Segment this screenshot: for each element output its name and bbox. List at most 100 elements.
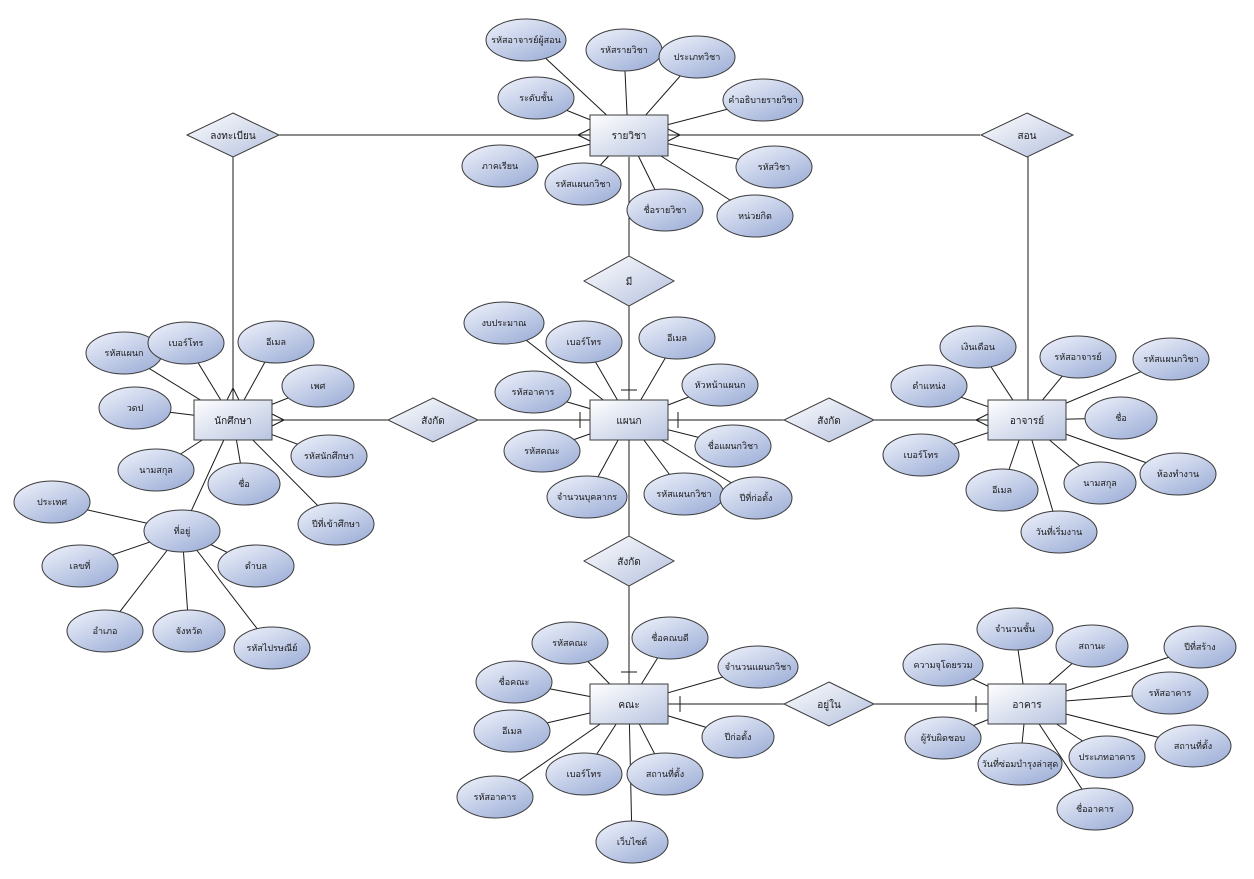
attribute-manager: ผู้รับผิดชอบ bbox=[904, 716, 982, 760]
attribute-teacher-phone: เบอร์โทร bbox=[882, 433, 960, 477]
crowfoot-mark bbox=[975, 419, 989, 427]
attribute-dept-phone: เบอร์โทร bbox=[545, 320, 623, 364]
relationship-label: มี bbox=[626, 276, 633, 288]
attribute-label: ผู้รับผิดชอบ bbox=[921, 733, 965, 744]
attribute-label: อำเภอ bbox=[93, 626, 118, 637]
attribute-label: รหัสแผนกวิชา bbox=[555, 179, 610, 190]
attribute-house-no: เลขที่ bbox=[41, 544, 119, 588]
attribute-label: อีเมล bbox=[992, 485, 1012, 496]
attribute-label: นามสกุล bbox=[139, 466, 173, 476]
attribute-student-email: อีเมล bbox=[237, 320, 315, 364]
relationships: ลงทะเบียน สอน มี สังกัด สังกัด สังกัด bbox=[185, 112, 1075, 727]
attribute-label: ระดับชั้น bbox=[519, 91, 553, 104]
attribute-teacher-surname: นามสกุล bbox=[1063, 461, 1137, 505]
attribute-district: อำเภอ bbox=[66, 609, 144, 653]
attribute-faculty-email: อีเมล bbox=[473, 709, 551, 753]
crowfoot-mark bbox=[667, 134, 681, 142]
attribute-label: จำนวนชั้น bbox=[995, 622, 1035, 635]
attribute-label: ชื่อรายวิชา bbox=[644, 203, 687, 216]
entity-building: อาคาร bbox=[987, 683, 1067, 725]
attribute-instructor-id: รหัสอาจารย์ผู้สอน bbox=[485, 18, 567, 62]
attribute-dean: ชื่อคณบดี bbox=[631, 616, 709, 660]
attribute-label: ชื่อ bbox=[238, 477, 250, 490]
attribute-dept-faculty-code: รหัสคณะ bbox=[503, 429, 581, 473]
attribute-teacher-dept-code: รหัสแผนกวิชา bbox=[1132, 337, 1210, 381]
attribute-label: สถานที่ตั้ง bbox=[1174, 739, 1212, 752]
attribute-label: ชื่ออาคาร bbox=[1076, 802, 1114, 815]
attribute-label: รหัสวิชา bbox=[758, 162, 790, 173]
attribute-label: ชื่อคณะ bbox=[499, 675, 530, 688]
entity-course: รายวิชา bbox=[589, 114, 669, 157]
attribute-level: ระดับชั้น bbox=[497, 76, 575, 120]
attribute-label: รหัสไปรษณีย์ bbox=[247, 642, 298, 654]
attribute-status: สถานะ bbox=[1055, 624, 1129, 668]
attribute-course-type: ประเภทวิชา bbox=[658, 35, 736, 79]
attribute-label: รหัสแผนกวิชา bbox=[656, 489, 711, 500]
attribute-course-dept-code: รหัสแผนกวิชา bbox=[544, 162, 622, 206]
attribute-label: ห้องทำงาน bbox=[1157, 469, 1199, 480]
attribute-dept-name: ชื่อแผนกวิชา bbox=[694, 424, 772, 468]
attribute-label: ประเภทอาคาร bbox=[1079, 753, 1136, 763]
attribute-label: รหัสแผนกวิชา bbox=[1143, 354, 1198, 365]
attribute-label: วดป bbox=[127, 404, 144, 414]
attribute-label: ปีที่สร้าง bbox=[1184, 640, 1216, 653]
attribute-faculty-code: รหัสคณะ bbox=[531, 621, 609, 665]
attribute-label: หน่วยกิต bbox=[738, 211, 772, 222]
crowfoot-mark bbox=[226, 387, 234, 401]
attribute-building-location: สถานที่ตั้ง bbox=[1154, 724, 1232, 768]
attribute-label: รหัสนักศึกษา bbox=[304, 451, 354, 462]
attribute-description: คำอธิบายรายวิชา bbox=[722, 78, 804, 122]
attribute-label: ประเทศ bbox=[37, 498, 67, 508]
attribute-label: อีเมล bbox=[502, 726, 522, 737]
attribute-student-address: ที่อยู่ bbox=[143, 509, 221, 553]
attribute-label: สถานที่ตั้ง bbox=[646, 767, 684, 780]
crowfoot-mark bbox=[577, 134, 591, 142]
attribute-label: เว็บไซต์ bbox=[617, 835, 647, 848]
attribute-label: เบอร์โทร bbox=[904, 449, 939, 461]
entity-label: อาจารย์ bbox=[1010, 415, 1044, 427]
relationship-teach: สอน bbox=[979, 112, 1075, 158]
attribute-last-repair: วันที่ซ่อมบำรุงล่าสุด bbox=[977, 742, 1063, 786]
relationship-affiliate-faculty: สังกัด bbox=[582, 535, 676, 587]
attribute-course-code: รหัสรายวิชา bbox=[585, 28, 663, 72]
attribute-start-date: วันที่เริ่มงาน bbox=[1020, 510, 1098, 554]
attribute-label: ความจุโดยรวม bbox=[913, 660, 972, 671]
relationship-label: สังกัด bbox=[617, 557, 641, 568]
cardinality-marks bbox=[226, 128, 989, 712]
attribute-subject-code: รหัสวิชา bbox=[735, 145, 813, 189]
attribute-student-dob: วดป bbox=[98, 386, 172, 430]
entity-label: คณะ bbox=[618, 700, 639, 711]
attribute-label: วันที่ซ่อมบำรุงล่าสุด bbox=[982, 757, 1059, 770]
attribute-building-code: รหัสอาคาร bbox=[1131, 671, 1209, 715]
attribute-dept-year-founded: ปีที่ก่อตั้ง bbox=[719, 476, 793, 520]
attribute-website: เว็บไซต์ bbox=[595, 820, 669, 864]
attribute-student-phone: เบอร์โทร bbox=[147, 321, 225, 365]
attribute-building-name: ชื่ออาคาร bbox=[1056, 787, 1134, 831]
attribute-label: รหัสคณะ bbox=[552, 639, 588, 649]
relationship-have: มี bbox=[582, 255, 676, 307]
attribute-label: งบประมาณ bbox=[482, 319, 527, 329]
attribute-label: เบอร์โทร bbox=[169, 337, 204, 349]
attribute-course-name: ชื่อรายวิชา bbox=[626, 188, 704, 232]
crowfoot-mark bbox=[271, 413, 285, 421]
attribute-label: ตำแหน่ง bbox=[912, 381, 945, 392]
attribute-label: จำนวนแผนกวิชา bbox=[725, 662, 792, 673]
relationship-label: ลงทะเบียน bbox=[210, 130, 256, 142]
attribute-label: วันที่เริ่มงาน bbox=[1036, 525, 1083, 538]
attribute-label: ที่อยู่ bbox=[174, 524, 191, 537]
crowfoot-mark bbox=[975, 413, 989, 421]
attributes: รหัสอาจารย์ผู้สอน รหัสรายวิชา ประเภทวิชา… bbox=[13, 18, 1237, 864]
attribute-dept-email: อีเมล bbox=[638, 316, 716, 360]
attribute-salary: เงินเดือน bbox=[939, 325, 1017, 369]
entity-faculty: คณะ bbox=[589, 683, 669, 725]
attribute-teacher-name: ชื่อ bbox=[1084, 396, 1158, 440]
attribute-faculty-year-founded: ปีก่อตั้ง bbox=[701, 715, 775, 759]
attribute-label: หัวหน้าแผนก bbox=[695, 380, 746, 391]
attribute-postcode: รหัสไปรษณีย์ bbox=[233, 626, 311, 670]
crowfoot-mark bbox=[667, 128, 681, 136]
entities: รายวิชา แผนก นักศึกษา อาจารย์ คณะ อาคาร bbox=[193, 114, 1067, 725]
attribute-dept-count: จำนวนแผนกวิชา bbox=[717, 645, 799, 689]
relationship-label: สอน bbox=[1018, 131, 1037, 142]
